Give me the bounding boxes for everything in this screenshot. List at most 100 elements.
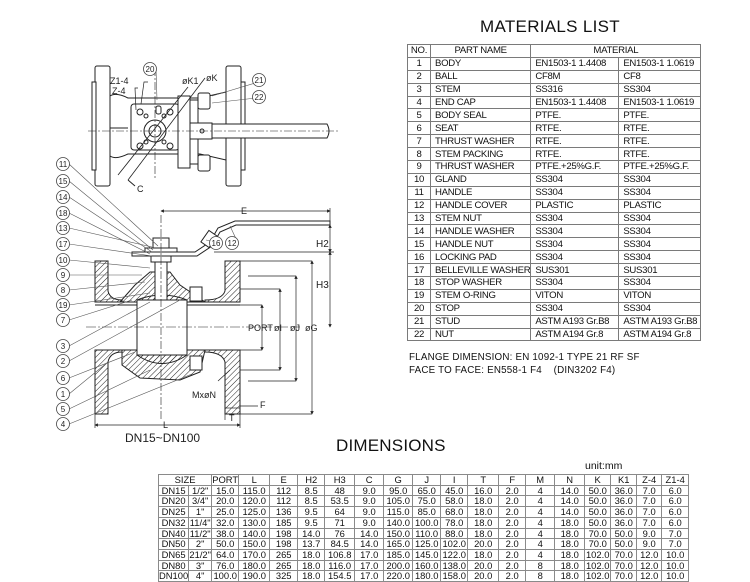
- dimensions-cell: 8: [525, 559, 556, 572]
- part-name: BODY: [429, 56, 532, 71]
- balloon-number: 20: [146, 65, 155, 74]
- dim-f-label: F: [260, 400, 266, 410]
- dimensions-cell: 112: [269, 495, 299, 508]
- dim-h2-label: H2: [316, 239, 329, 250]
- dimensions-cell: 71: [324, 516, 356, 529]
- part-name: HANDLE: [429, 185, 532, 200]
- part-balloon: 5: [56, 369, 151, 416]
- dimensions-cell: 36.0: [610, 506, 638, 518]
- material-option-1: SS304: [530, 250, 620, 265]
- balloon-number: 16: [212, 239, 221, 248]
- dimensions-cell: 2.0: [498, 548, 527, 561]
- material-option-2: EN1503-1 1.0619: [618, 56, 702, 71]
- balloon-leader: [68, 163, 159, 247]
- balloon-leader: [68, 299, 181, 362]
- dimensions-cell: 18.0: [467, 506, 500, 518]
- dimensions-cell: 4: [525, 484, 556, 497]
- part-name: END CAP: [429, 95, 532, 110]
- dimensions-cell: 102.0: [584, 570, 612, 582]
- balloon-number: 13: [59, 224, 68, 233]
- balloon-number: 19: [59, 301, 68, 310]
- dimensions-cell: 18.0: [297, 559, 326, 572]
- dimensions-header-cell: SIZE: [157, 474, 213, 486]
- dimensions-cell: 36.0: [610, 484, 638, 497]
- dimensions-cell: 140.0: [238, 527, 271, 540]
- part-number: 19: [407, 288, 431, 303]
- dimensions-cell: 48: [324, 484, 356, 497]
- dimensions-header-cell: H2: [297, 474, 326, 486]
- balloon-leader: [155, 68, 158, 101]
- dimensions-cell: 70.0: [610, 548, 638, 561]
- balloon-circle: [252, 73, 266, 87]
- part-balloon: 21: [211, 73, 266, 97]
- dimensions-cell: 116.0: [324, 559, 356, 572]
- dimensions-cell: 84.5: [324, 538, 356, 550]
- dimensions-cell: 70.0: [584, 538, 612, 550]
- material-option-1: SS304: [530, 301, 620, 316]
- balloon-circle: [56, 339, 70, 353]
- balloon-circle: [56, 417, 70, 431]
- part-balloon: 13: [56, 221, 153, 248]
- dimensions-header-cell: Z-4: [636, 474, 663, 486]
- material-option-2: SS304: [618, 224, 702, 239]
- dimensions-cell: 2.0: [498, 516, 527, 529]
- balloon-leader: [68, 281, 146, 291]
- part-name: STUD: [429, 314, 532, 329]
- part-balloon: 3: [56, 301, 151, 353]
- balloon-number: 17: [59, 240, 68, 249]
- flange-dimension-note: FLANGE DIMENSION: EN 1092-1 TYPE 21 RF S…: [409, 352, 640, 363]
- dimensions-cell: 12.0: [636, 570, 663, 582]
- dimensions-cell: 4: [525, 516, 556, 529]
- dimensions-cell: 18.0: [297, 548, 326, 561]
- dimensions-cell: 65.0: [412, 484, 442, 497]
- dimensions-header-cell: Z1-4: [661, 474, 690, 486]
- dimensions-cell: 180.0: [238, 559, 271, 572]
- material-option-2: EN1503-1 1.0619: [618, 95, 702, 110]
- part-name: BODY SEAL: [429, 108, 532, 123]
- material-option-1: SS304: [530, 211, 620, 226]
- balloon-circle: [56, 174, 70, 188]
- dimensions-cell: 106.8: [324, 548, 356, 561]
- part-number: 10: [407, 172, 431, 187]
- part-name: STOP WASHER: [429, 276, 532, 290]
- dimensions-header-cell: F: [498, 474, 527, 486]
- dimensions-cell: 17.0: [354, 548, 385, 561]
- z-label: Z-4: [112, 86, 126, 96]
- dimension-labels: E H2 H3 PORT øI øJ øG MxøN F T L: [163, 206, 329, 430]
- material-option-1: RTFE.: [530, 134, 620, 149]
- dimensions-cell: 105.0: [383, 495, 414, 508]
- balloon-number: 6: [61, 374, 66, 383]
- dimensions-cell: 2.0: [498, 527, 527, 540]
- dimensions-cell: 50.0: [610, 527, 638, 540]
- balloon-circle: [56, 313, 70, 327]
- k1-label: øK1: [182, 76, 199, 86]
- dimensions-cell: 7.0: [661, 527, 690, 540]
- part-name: BELLEVILLE WASHER: [429, 263, 532, 278]
- part-number: 14: [407, 224, 431, 239]
- dimensions-cell: 115.0: [238, 484, 271, 497]
- dimensions-cell: 12.0: [636, 548, 663, 561]
- balloon-number: 12: [228, 239, 237, 248]
- part-balloon: 9: [56, 268, 142, 282]
- dimensions-cell: 2.0: [498, 506, 527, 518]
- balloon-circle: [225, 236, 239, 250]
- dimensions-cell: 6.0: [661, 516, 690, 529]
- dimensions-cell: 7.0: [636, 506, 663, 518]
- dimensions-cell: DN25: [157, 506, 190, 518]
- dimensions-cell: 4: [525, 506, 556, 518]
- dimensions-cell: 78.0: [440, 516, 469, 529]
- dimensions-cell: 9.5: [297, 506, 326, 518]
- part-name: STEM PACKING: [429, 147, 532, 162]
- part-number: 1: [407, 56, 431, 71]
- dimensions-cell: 115.0: [383, 506, 414, 518]
- dimensions-cell: 68.0: [440, 506, 469, 518]
- dimensions-cell: 100.0: [412, 516, 442, 529]
- dimensions-cell: 185.0: [383, 548, 414, 561]
